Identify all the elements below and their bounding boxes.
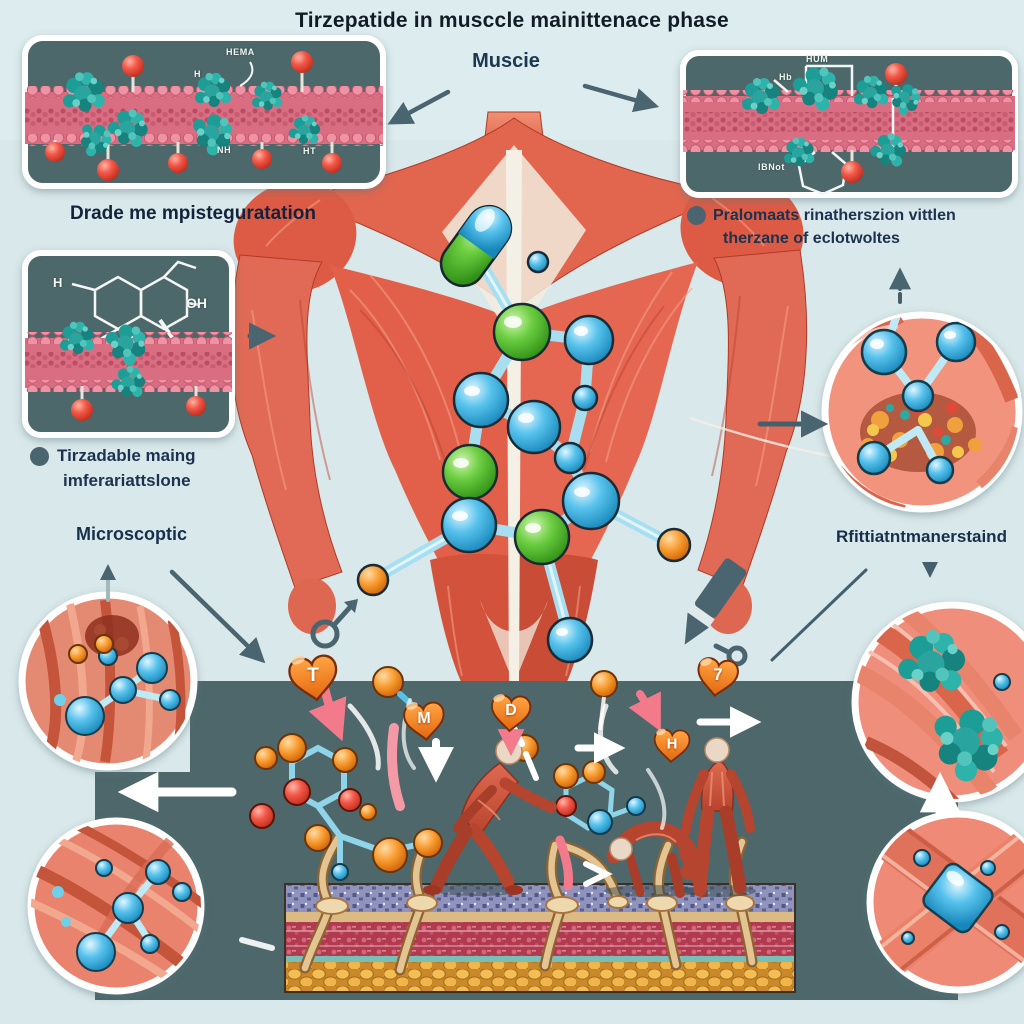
tissue-cross-section: [284, 883, 796, 993]
muscle-label: Muscie: [472, 50, 540, 72]
top-right-membrane-panel: [680, 50, 1018, 198]
bottom-scene-panel: [95, 666, 958, 1000]
thin-diagonal-line: [770, 568, 868, 662]
heart-letter-d: D: [505, 702, 517, 719]
right-bullet-line2: therzane of eclotwoltes: [723, 230, 900, 248]
bottom-left-molecule: [249, 733, 443, 881]
heart-letter-m: M: [417, 710, 431, 727]
annotation-hema: HEMA: [226, 47, 255, 57]
central-molecule: [356, 204, 692, 664]
chem-label-h: H: [53, 275, 63, 290]
heart-letter-h: H: [666, 735, 678, 753]
annotation-ht: HT: [303, 146, 317, 156]
pencil-icon: [684, 558, 748, 667]
right-bullet-text: Pralomaats rinatherszion vittlen therzan…: [713, 204, 1018, 250]
figure-standing: [681, 737, 756, 897]
heart-letter-seven: 7: [713, 665, 723, 684]
left-bottom-inset-circle: [27, 817, 205, 995]
right-top-inset-circle: [821, 311, 1023, 513]
capsule: [439, 204, 513, 288]
microscopic-label: Microscoptic: [76, 524, 188, 544]
arrow-up-head: [100, 564, 116, 580]
connector-arrows: [100, 83, 961, 817]
page-title: Tirzepatide in musccle mainittenace phas…: [295, 9, 729, 32]
arrow-muscle-to-right-panel: [582, 83, 660, 113]
annotation-ibnot: IBNot: [758, 162, 785, 172]
white-arrows: [117, 706, 762, 813]
right-bullet-line1: Pralomaats rinatherszion vittlen: [713, 207, 956, 224]
orange-markers: [372, 666, 618, 731]
pink-arrows: [308, 685, 661, 891]
bullet-dot-icon: [30, 447, 49, 466]
small-down-arrowhead: [922, 562, 938, 578]
arrow-microscopic-to-panel: [169, 569, 266, 664]
bottom-right-molecule: [511, 734, 646, 835]
top-left-membrane-panel: [22, 35, 386, 189]
left-bullet-line1: Tirzadable maing: [57, 446, 196, 465]
annotation-h: H: [194, 69, 202, 79]
chem-label-oh: OH: [186, 295, 207, 311]
annotation-hum: HUM: [806, 54, 829, 64]
left-chem-panel: [22, 250, 235, 438]
right-side-label: Rfittiatntmanerstaind: [836, 527, 1007, 546]
annotation-hb: Hb: [779, 72, 793, 82]
heart-letter-t: T: [307, 665, 319, 686]
bullet-dot-icon: [687, 206, 706, 225]
arrow-muscle-to-left-panel: [387, 89, 451, 125]
heart-highlights: [291, 655, 712, 736]
left-bullet-line2: imferariattslone: [63, 470, 191, 490]
left-bullet-text: Tirzadable maing imferariattslone: [57, 444, 196, 493]
right-bottom-inset-circle: [866, 810, 1024, 994]
male-symbol-icon: [310, 599, 358, 649]
left-top-inset-circle: [18, 591, 198, 771]
top-left-caption: Drade me mpisteguratation: [70, 203, 316, 224]
annotation-nh: NH: [217, 145, 232, 155]
